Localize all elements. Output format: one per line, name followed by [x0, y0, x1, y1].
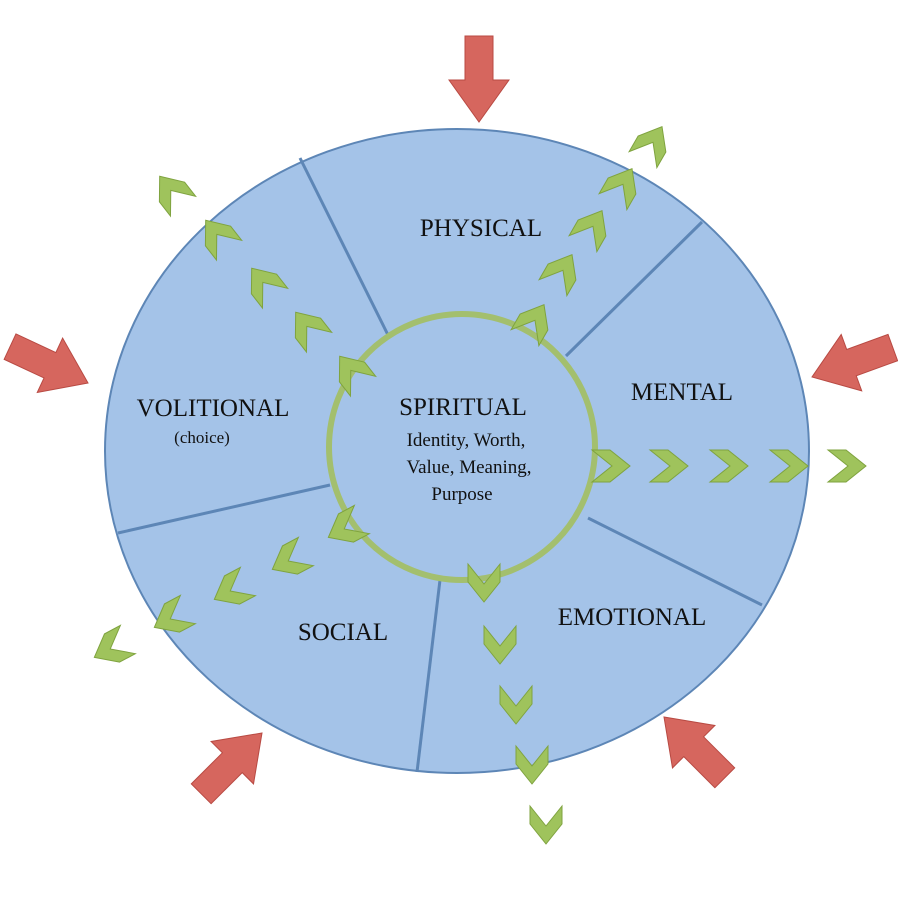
chevron-icon: [708, 449, 749, 483]
chevron-icon: [537, 253, 577, 298]
arrow-icon: [190, 732, 263, 805]
arrow-icon: [448, 35, 510, 123]
chevron-icon: [467, 562, 501, 603]
domain-dividers: [117, 157, 763, 773]
chevron-icon: [338, 355, 377, 398]
chevron-icon: [483, 624, 517, 665]
divider-physical-volitional: [298, 157, 390, 336]
chevron-icon: [515, 744, 549, 785]
domain-label-volitional: VOLITIONAL: [137, 395, 290, 422]
chevron-icon: [271, 536, 315, 575]
chevron-icon: [768, 449, 809, 483]
chevron-icon: [509, 303, 549, 348]
divider-mental-emotional: [587, 516, 763, 607]
pressure-arrows: [3, 35, 898, 805]
arrow-icon: [3, 333, 89, 394]
core-line-2: Value, Meaning,: [406, 457, 531, 478]
chevron-icon: [567, 209, 607, 254]
chevron-icon: [648, 449, 689, 483]
divider-social-volitional: [117, 483, 331, 535]
domain-label-physical: PHYSICAL: [420, 215, 542, 242]
domain-label-mental: MENTAL: [631, 379, 733, 406]
chevron-icon: [294, 311, 333, 354]
chevron-icon: [93, 624, 137, 663]
chevron-icon: [590, 449, 631, 483]
domain-label-emotional: EMOTIONAL: [558, 604, 707, 631]
chevron-icon: [327, 504, 371, 543]
arrow-icon: [663, 716, 736, 789]
chevron-icon: [627, 125, 667, 170]
spiritual-core-circle: [326, 311, 598, 583]
domain-note-volitional: (choice): [174, 428, 230, 447]
arrow-icon: [811, 333, 898, 392]
core-line-1: Identity, Worth,: [407, 430, 526, 451]
chevron-icon: [499, 684, 533, 725]
chevron-icon: [250, 267, 289, 310]
chevron-icon: [597, 167, 637, 212]
divider-emotional-social: [415, 579, 442, 773]
divider-physical-mental: [564, 220, 704, 358]
chevron-icon: [153, 594, 197, 633]
chevron-icon: [826, 449, 867, 483]
core-title: SPIRITUAL: [399, 394, 527, 421]
chevron-icon: [158, 175, 197, 218]
growth-chevrons: [93, 125, 867, 845]
chevron-icon: [204, 219, 243, 262]
chevron-icon: [213, 566, 257, 605]
domain-label-social: SOCIAL: [298, 619, 388, 646]
chevron-icon: [529, 804, 563, 845]
core-line-3: Purpose: [431, 484, 492, 505]
